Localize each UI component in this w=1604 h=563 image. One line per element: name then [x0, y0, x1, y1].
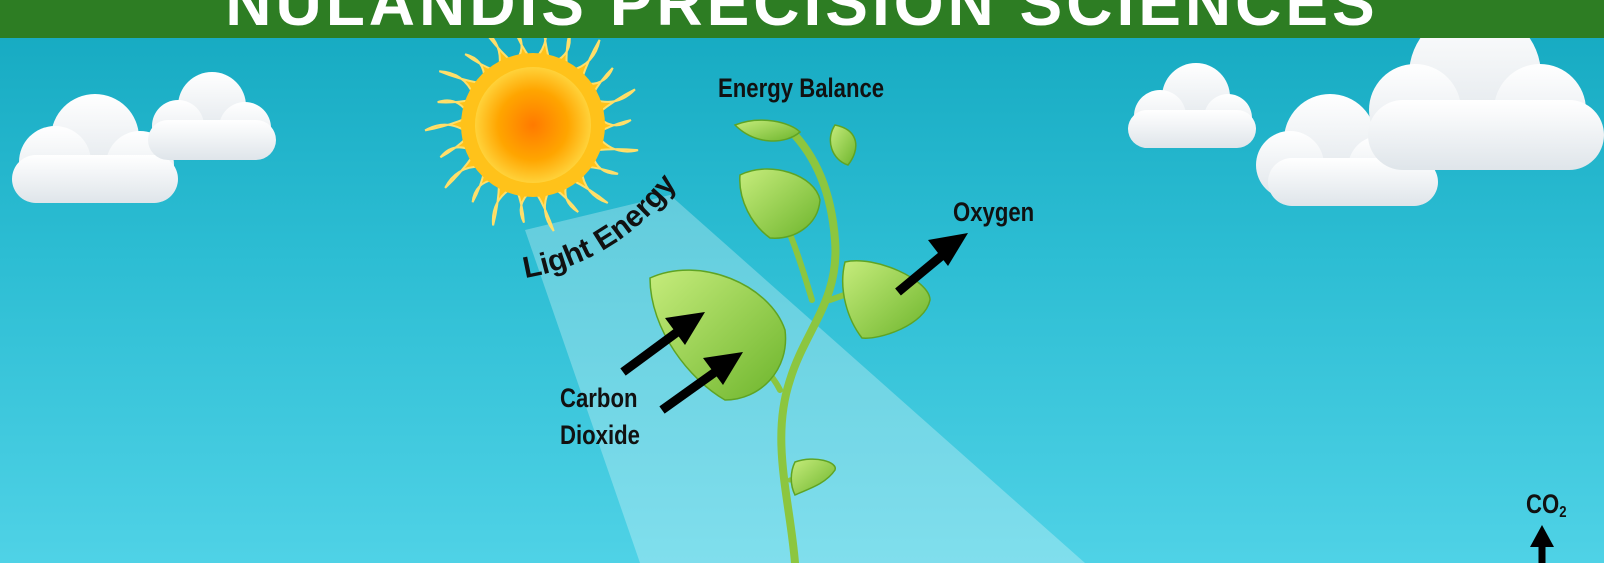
dioxide-label: Dioxide	[560, 420, 640, 450]
arrow-icon	[620, 312, 705, 376]
sun-ray	[592, 88, 636, 116]
leaf	[790, 458, 836, 497]
leaf	[649, 269, 787, 401]
cloud-icon	[1128, 63, 1256, 148]
leaf	[733, 119, 802, 142]
title-banner: NULANDIS PRECISION SCIENCES	[0, 0, 1604, 38]
sun-ray	[533, 187, 555, 232]
arrow-icon	[895, 233, 968, 296]
cloud-icon	[1368, 9, 1604, 170]
arrow-icon	[659, 352, 743, 414]
co2-subscript: 2	[1559, 504, 1567, 521]
oxygen-label: Oxygen	[953, 197, 1035, 227]
sun-ray	[592, 134, 639, 153]
sun-icon: /* rays drawn below */	[424, 17, 639, 232]
leaf	[829, 124, 857, 166]
plant-icon	[649, 119, 931, 497]
sun-ray	[424, 116, 469, 135]
co2-label: CO2	[1526, 488, 1567, 522]
carbon-label: Carbon	[560, 383, 638, 413]
cloud-icon	[148, 72, 276, 160]
arrow-icon	[1530, 525, 1554, 563]
cloud-icon	[1256, 94, 1438, 206]
leaf	[739, 168, 821, 239]
banner-title: NULANDIS PRECISION SCIENCES	[225, 0, 1379, 38]
sun-ray	[491, 180, 515, 226]
energy-balance-label: Energy Balance	[718, 73, 885, 103]
co2-main: CO	[1526, 489, 1560, 519]
